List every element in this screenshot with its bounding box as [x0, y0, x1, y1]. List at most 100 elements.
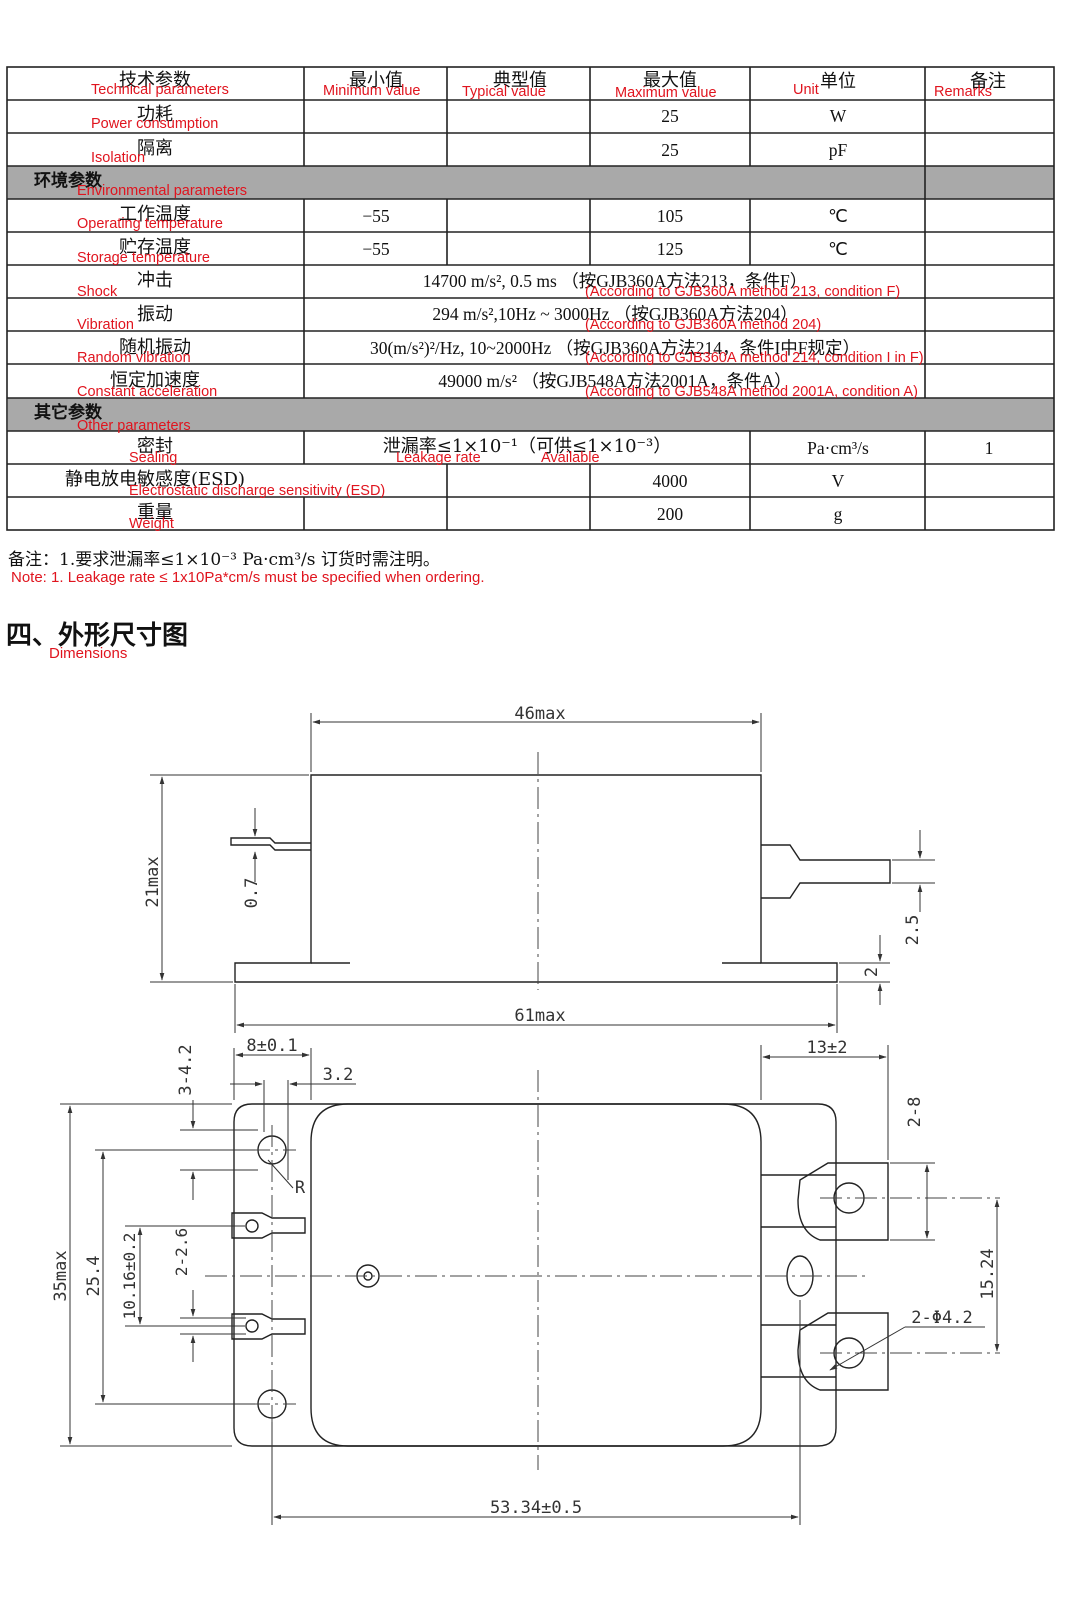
side-right-terminal [761, 844, 891, 899]
row-isolation-max: 25 [661, 140, 679, 160]
row-random-vib-label-en: Random vibration [77, 350, 191, 366]
dim-28-text: 2-8 [905, 1097, 925, 1128]
row-sealing-unit: Pa·cm³/s [807, 438, 869, 458]
top-view [231, 1103, 889, 1447]
row-esd-unit: V [831, 471, 845, 491]
right-lug-top [797, 1162, 889, 1241]
row-vibration-value: 294 m/s²,10Hz ~ 3000Hz （按GJB360A方法204） [432, 304, 798, 324]
top-flange-outline [233, 1103, 837, 1447]
side-view [230, 774, 891, 983]
row-shock-note-en: (According to GJB360A method 213, condit… [585, 284, 901, 300]
section-title-en: Dimensions [49, 645, 128, 662]
dim-32-text: 3.2 [323, 1065, 354, 1085]
row-const-acc-label-en: Constant acceleration [77, 384, 218, 400]
header-min-en: Minimum value [323, 83, 421, 99]
header-tech-params: 技术参数 [119, 70, 191, 91]
dim-21-text: 21max [143, 856, 163, 907]
row-weight-max: 200 [656, 504, 684, 524]
row-st-temp-label: 贮存温度 [119, 237, 191, 258]
header-unit-en: Unit [793, 82, 819, 98]
header-typical-en: Typical value [462, 84, 546, 100]
dim-5334-text: 53.34±0.5 [490, 1498, 582, 1518]
right-lug-bottom [797, 1312, 889, 1391]
row-weight-label: 重量 [137, 502, 173, 523]
row-random-vib-label: 随机振动 [119, 337, 191, 358]
note-en: Note: 1. Leakage rate ≤ 1x10Pa*cm/s must… [11, 569, 485, 586]
dim-342-text: 3-4.2 [176, 1044, 196, 1095]
dim-42-text: 2-Φ4.2 [911, 1308, 972, 1328]
row-vibration-label: 振动 [137, 304, 173, 325]
row-sealing-available-en: Available [541, 450, 600, 466]
header-tech-params-en: Technical parameters [91, 82, 229, 98]
side-body-outline [234, 774, 838, 983]
row-shock-label: 冲击 [137, 270, 173, 291]
side-left-pin [230, 837, 311, 851]
section-band-other [8, 398, 1054, 431]
row-st-temp-min: −55 [362, 239, 390, 259]
row-op-temp-min: −55 [362, 206, 390, 226]
header-max: 最大值 [643, 70, 697, 91]
row-random-vib-value: 30(m/s²)²/Hz, 10~2000Hz （按GJB360A方法214，条… [369, 338, 861, 358]
row-op-temp-label-en: Operating temperature [77, 216, 223, 232]
table-grid [6, 66, 1055, 531]
header-min: 最小值 [349, 70, 403, 91]
header-remarks-en: Remarks [934, 84, 993, 100]
row-op-temp-label: 工作温度 [119, 204, 191, 225]
row-shock-label-en: Shock [77, 284, 118, 300]
row-isolation-unit: pF [828, 140, 848, 160]
section-other-label: 其它参数 [34, 403, 102, 423]
row-st-temp-unit: ℃ [828, 239, 848, 259]
dim-46-text: 46max [514, 704, 565, 724]
dim-R-text: R [295, 1178, 306, 1198]
row-const-acc-label: 恒定加速度 [110, 370, 200, 391]
header-unit: 单位 [820, 71, 856, 92]
row-vibration-label-en: Vibration [77, 317, 134, 333]
dim-254-text: 25.4 [84, 1256, 104, 1297]
row-sealing-label-en: Sealing [129, 450, 178, 466]
top-body-outline [310, 1103, 762, 1447]
dimension-drawing: 46max 21max 0.7 2.5 2 61max [51, 704, 1000, 1525]
dim-1524-text: 15.24 [978, 1248, 998, 1299]
left-pin-bottom [231, 1313, 306, 1340]
section-other-label-en: Other parameters [77, 418, 191, 434]
header-typical: 典型值 [493, 70, 547, 91]
row-sealing-leak-en: Leakage rate [396, 450, 481, 466]
row-op-temp-unit: ℃ [828, 206, 848, 226]
dim-13-text: 13±2 [807, 1038, 848, 1058]
row-esd-max: 4000 [652, 471, 688, 491]
section-band-environment [8, 166, 1054, 199]
row-weight-unit: g [833, 504, 843, 524]
row-power-label-en: Power consumption [91, 116, 219, 132]
row-vibration-note-en: (According to GJB360A method 204) [585, 317, 822, 333]
dim-2-text: 2 [862, 967, 882, 977]
row-power-label: 功耗 [137, 104, 173, 125]
header-max-en: Maximum value [615, 85, 717, 101]
row-const-acc-note-en: (According to GJB548A method 2001A, cond… [585, 384, 918, 400]
row-isolation-label-en: Isolation [91, 150, 146, 166]
left-pin-top [231, 1212, 306, 1239]
dim-61-text: 61max [514, 1006, 565, 1026]
row-power-max: 25 [661, 106, 679, 126]
dim-226-text: 2-2.6 [172, 1228, 191, 1276]
section-environment-label-en: Environmental parameters [77, 183, 248, 199]
dim-25-text: 2.5 [903, 915, 923, 946]
header-remarks: 备注 [970, 71, 1006, 92]
dim-1016-text: 10.16±0.2 [120, 1233, 139, 1320]
row-op-temp-max: 105 [656, 206, 684, 226]
dim-07-text: 0.7 [242, 878, 262, 909]
row-weight-label-en: Weight [129, 516, 174, 532]
row-isolation-label: 隔离 [137, 138, 173, 159]
section-environment-label: 环境参数 [34, 171, 102, 191]
section-title: 四、外形尺寸图 [6, 621, 189, 651]
note-cn: 备注：1.要求泄漏率≤1×10⁻³ Pa·cm³/s 订货时需注明。 [8, 550, 440, 570]
row-shock-value: 14700 m/s², 0.5 ms （按GJB360A方法213，条件F） [422, 271, 808, 291]
row-st-temp-max: 125 [656, 239, 684, 259]
dim-35-text: 35max [51, 1250, 71, 1301]
row-random-vib-note-en: (According to GJB360A method 214, condit… [585, 350, 924, 366]
row-sealing-remark: 1 [984, 438, 994, 458]
row-esd-label-en: Electrostatic discharge sensitivity (ESD… [129, 483, 386, 499]
row-esd-label: 静电放电敏感度(ESD) [65, 469, 245, 490]
row-sealing-value: 泄漏率≤1×10⁻¹（可供≤1×10⁻³） [382, 436, 672, 457]
row-const-acc-value: 49000 m/s² （按GJB548A方法2001A，条件A） [438, 371, 792, 391]
dim-8-text: 8±0.1 [246, 1036, 297, 1056]
